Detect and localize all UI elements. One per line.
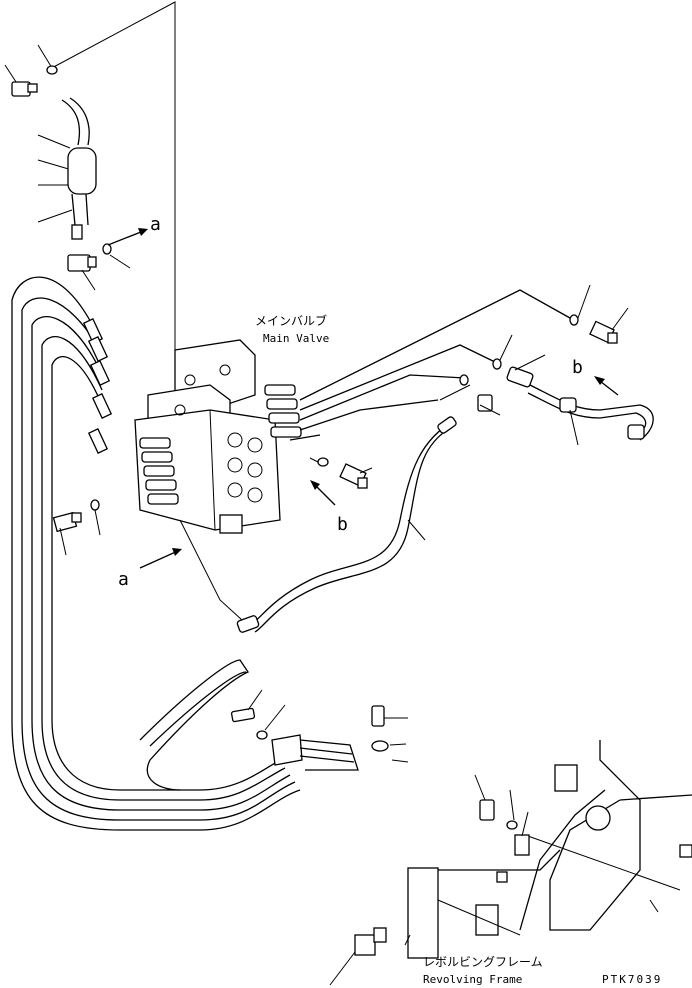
leader-valve-lower: [179, 519, 243, 621]
top-left-fitting-group: [4, 44, 131, 291]
frame-edge-mark: [649, 899, 659, 913]
ref-arrow-b-lower: b: [310, 480, 348, 535]
ref-label-a-lower: a: [118, 569, 129, 590]
ref-label-b-lower: b: [337, 514, 348, 535]
ref-arrow-b-top: b: [572, 357, 619, 396]
drawing-code: PTK7039: [602, 973, 662, 986]
ref-arrow-a-lower: a: [118, 548, 182, 590]
main-valve-label-jp: メインバルブ: [255, 313, 327, 328]
revolving-frame-label-en: Revolving Frame: [423, 973, 522, 986]
pilot-hoses-left: [11, 276, 301, 831]
left-lower-fitting: [52, 499, 101, 556]
spool-ends: [139, 384, 302, 505]
hose-clamp-group: [230, 689, 409, 771]
right-pipes: [236, 284, 654, 633]
left-pipe-fittings: [82, 318, 113, 454]
main-valve: [134, 339, 302, 534]
revolving-frame: [329, 740, 692, 986]
ref-label-b-top: b: [572, 357, 583, 378]
ref-label-a-top: a: [150, 214, 161, 235]
leader-top-valve: [47, 1, 176, 355]
ref-arrow-a-top: a: [107, 214, 161, 246]
revolving-frame-label-jp: レボルビングフレーム: [423, 955, 543, 969]
mid-fittings: [309, 457, 373, 489]
main-valve-label-en: Main Valve: [263, 332, 329, 345]
